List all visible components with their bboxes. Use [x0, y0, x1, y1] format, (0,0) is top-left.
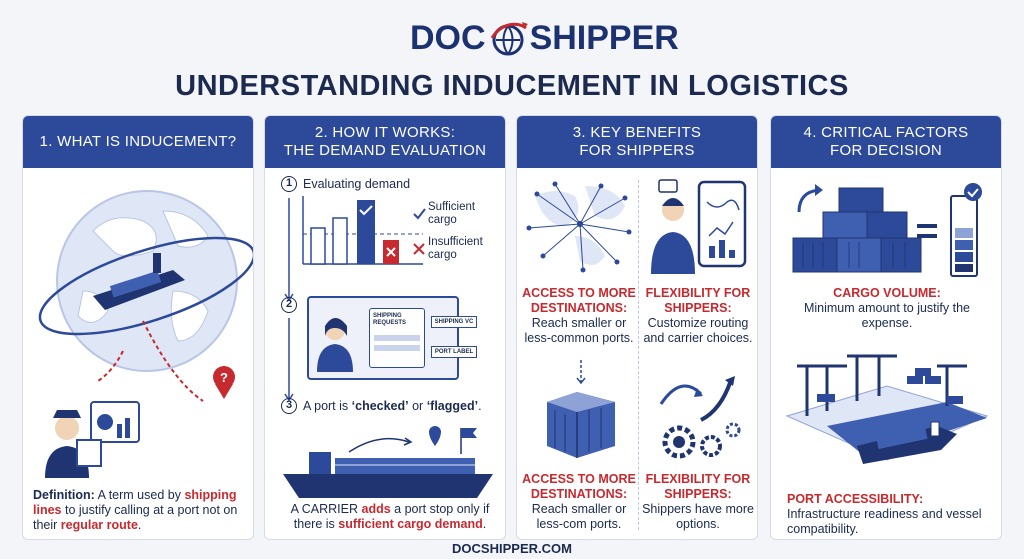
shipping-container-icon: [547, 360, 615, 458]
tablet-user-icon: [651, 179, 747, 274]
step-2-badge: 2: [281, 297, 297, 313]
panel-header: 1. WHAT IS INDUCEMENT?: [23, 116, 253, 168]
container-stack-icon: [792, 184, 922, 273]
insufficient-cargo-label: Insufficient cargo: [428, 236, 483, 261]
logo-text-doc: DOC: [410, 18, 486, 57]
demand-bar-chart: [302, 196, 423, 265]
step-3-label: A port is ‘checked’ or ‘flagged’.: [303, 399, 503, 414]
benefit-divider: [638, 180, 639, 530]
header: DOC SHIPPER UNDERSTANDING INDUCEMENT IN …: [0, 0, 1024, 110]
definition-highlight: regular route: [60, 518, 138, 532]
panel-header: 4. CRITICAL FACTORS FOR DECISION: [771, 116, 1001, 168]
gears-growth-icon: [659, 376, 741, 459]
request-card: SHIPPING REQUESTS: [369, 308, 425, 368]
definition-text: Definition: A term used by shipping line…: [33, 488, 247, 533]
definition-part: to justify calling at a port not on thei…: [33, 503, 238, 532]
benefit-title: ACCESS TO MORE DESTINATIONS:: [522, 472, 636, 501]
panel-subtitle: FOR SHIPPERS: [579, 142, 695, 159]
panel-title: 4. CRITICAL FACTORS: [803, 124, 969, 141]
port-terminal-icon: [785, 354, 989, 464]
benefit-card-4: FLEXIBILITY FOR SHIPPERS: Shippers have …: [641, 472, 755, 532]
logo-text-shipper: SHIPPER: [529, 18, 679, 57]
request-line: [374, 335, 420, 341]
container-ship-icon: [283, 426, 493, 498]
carrier-rule-highlight: adds: [361, 502, 391, 516]
page-title: UNDERSTANDING INDUCEMENT IN LOGISTICS: [175, 70, 849, 102]
map-pin-icon: ?: [213, 366, 235, 399]
benefit-title: FLEXIBILITY FOR SHIPPERS:: [645, 286, 751, 315]
globe-plane-icon: [488, 18, 528, 58]
factor-text: Infrastructure readiness and vessel comp…: [787, 507, 982, 536]
panel-header: 3. KEY BENEFITS FOR SHIPPERS: [517, 116, 757, 168]
panel-header: 2. HOW IT WORKS: THE DEMAND EVALUATION: [265, 116, 505, 168]
docshipper-logo[interactable]: DOC SHIPPER: [410, 16, 679, 60]
equals-icon: [917, 224, 937, 238]
panel-title: 3. KEY BENEFITS: [572, 124, 702, 141]
panel-title: 2. HOW IT WORKS:: [314, 124, 456, 141]
volume-meter-icon: [950, 183, 982, 277]
definition-highlight: shipping lines: [33, 488, 237, 517]
carrier-rule-highlight: sufficient cargo demand: [338, 517, 483, 531]
benefit-title: FLEXIBILITY FOR SHIPPERS:: [645, 472, 751, 501]
step-3-part: A port is: [303, 399, 352, 413]
factor-port-accessibility: PORT ACCESSIBILITY: Infrastructure readi…: [787, 492, 993, 537]
port-officer-icon: [45, 401, 140, 478]
step-connector-line: [284, 198, 294, 402]
benefit-text: Shippers have more options.: [642, 502, 754, 531]
panel-subtitle: FOR DECISION: [830, 142, 942, 159]
benefit-text: Reach smaller or less-com ports.: [531, 502, 627, 531]
definition-part: .: [137, 518, 142, 532]
sufficient-cargo-label: Sufficient cargo: [428, 201, 476, 226]
benefit-card-2: FLEXIBILITY FOR SHIPPERS: Customize rout…: [641, 286, 755, 346]
panel-what-is-inducement: 1. WHAT IS INDUCEMENT? ? Definition: A t…: [22, 115, 254, 540]
cross-icon: [413, 243, 425, 255]
step-3-flagged: ‘flagged’: [426, 399, 479, 413]
benefit-title: ACCESS TO MORE DESTINATIONS:: [522, 286, 636, 315]
step-3-badge: 3: [281, 398, 297, 414]
factor-cargo-volume: CARGO VOLUME: Minimum amount to justify …: [791, 286, 983, 331]
factor-text: Minimum amount to justify the expense.: [803, 301, 971, 330]
panel-title: 1. WHAT IS INDUCEMENT?: [39, 133, 237, 150]
shipping-requests-label: SHIPPING REQUESTS: [373, 313, 407, 326]
panel-how-it-works: 2. HOW IT WORKS: THE DEMAND EVALUATION 1…: [264, 115, 506, 540]
panel-subtitle: THE DEMAND EVALUATION: [283, 142, 487, 159]
carrier-rule-part: A CARRIER: [290, 502, 362, 516]
definition-label: Definition:: [33, 488, 95, 502]
step-1-label: Evaluating demand: [303, 177, 411, 191]
port-label-tag[interactable]: PORT LABEL: [431, 346, 477, 358]
benefit-card-1: ACCESS TO MORE DESTINATIONS: Reach small…: [521, 286, 637, 346]
panel-key-benefits: 3. KEY BENEFITS FOR SHIPPERS ACCESS TO M…: [516, 115, 758, 540]
carrier-rule-part: a port stop only if there is: [293, 502, 490, 531]
operator-icon: [317, 318, 353, 372]
check-icon: [413, 208, 426, 220]
shipping-tag[interactable]: SHIPPING VC: [431, 316, 477, 328]
carrier-rule-part: .: [482, 517, 487, 531]
benefit-text: Customize routing and carrier choices.: [643, 316, 753, 345]
carrier-rule-text: A CARRIER adds a port stop only if there…: [285, 502, 495, 532]
svg-text:?: ?: [220, 370, 228, 385]
route-network-map-icon: [526, 181, 632, 273]
shipping-request-screen: SHIPPING REQUESTS SHIPPING VC PORT LABEL: [307, 296, 477, 380]
request-line: [374, 345, 420, 351]
benefit-text: Reach smaller or less-common ports.: [524, 316, 634, 345]
step-3-part: .: [478, 399, 482, 413]
step-3-part: or: [408, 399, 427, 413]
definition-part: A term used by: [94, 488, 185, 502]
factor-title: PORT ACCESSIBILITY:: [787, 492, 924, 506]
panel-critical-factors: 4. CRITICAL FACTORS FOR DECISION CARGO V…: [770, 115, 1002, 540]
factor-title: CARGO VOLUME:: [833, 286, 941, 300]
benefit-card-3: ACCESS TO MORE DESTINATIONS: Reach small…: [521, 472, 637, 532]
footer-website[interactable]: DOCSHIPPER.COM: [452, 541, 572, 556]
step-3-checked: ‘checked’: [351, 399, 409, 413]
step-1-badge: 1: [281, 176, 297, 192]
globe-ship-illustration: [38, 190, 253, 402]
